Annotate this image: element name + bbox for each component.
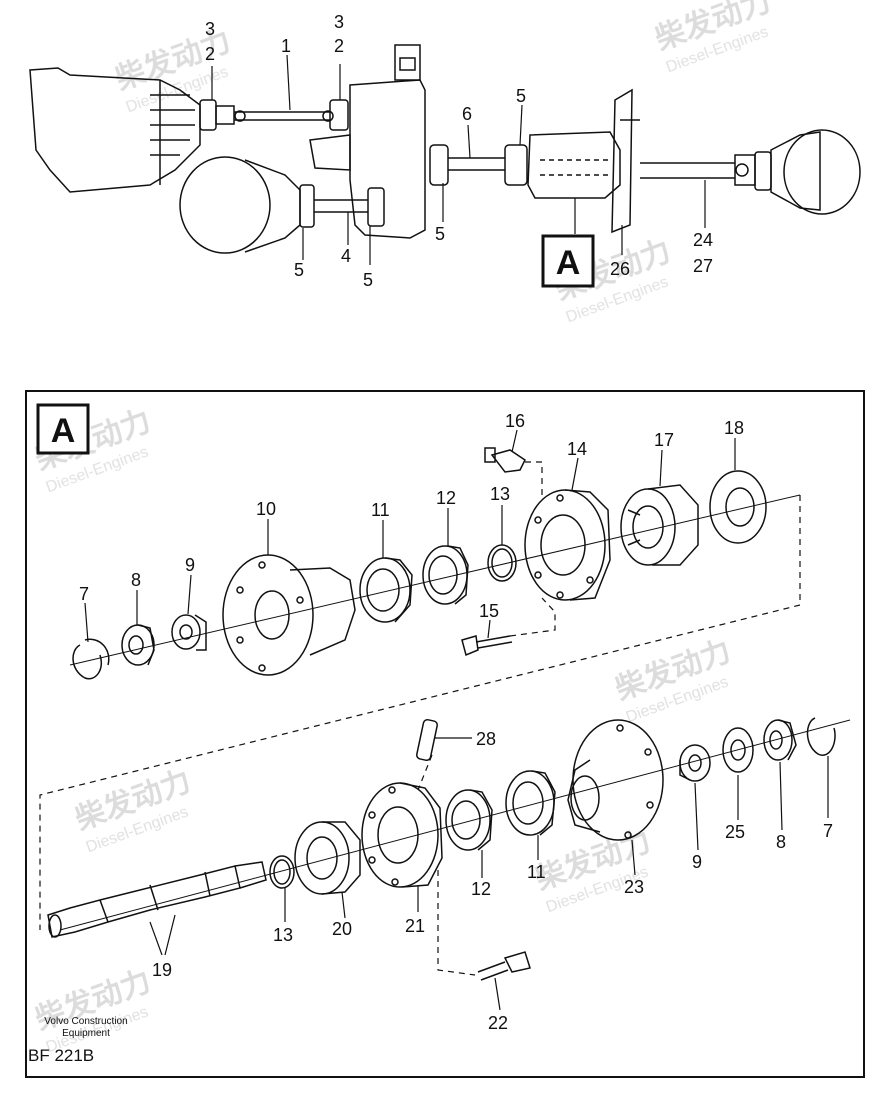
label-5: 5: [294, 260, 304, 280]
label-12: 12: [436, 488, 456, 508]
label-19: 19: [152, 960, 172, 980]
part-19-shaft: [47, 865, 241, 938]
driveline-overview: [29, 44, 861, 254]
label-4: 4: [341, 246, 351, 266]
part-21-housing: [361, 782, 439, 888]
label-15: 15: [479, 601, 499, 621]
label-2: 2: [205, 44, 215, 64]
overview-labels: 3 2 1 3 2 6 5 5 4 5 5 24 27 26: [205, 12, 713, 290]
label-21: 21: [405, 916, 425, 936]
support-bearing: [527, 131, 621, 199]
manufacturer-line-1: Volvo Construction: [44, 1016, 128, 1027]
alignment-dashes-row-2: [417, 754, 476, 976]
transmission-housing: [29, 67, 201, 193]
row-1-leader-lines: [84, 429, 736, 643]
label-10: 10: [256, 499, 276, 519]
figure-code: BF 221B: [28, 1046, 95, 1065]
label-8: 8: [776, 832, 786, 852]
part-23-flange: [572, 719, 664, 841]
row-1-labels: 16 14 17 18 10 11 12 13 7 8 9 15: [79, 411, 744, 621]
manufacturer-line-2: Equipment: [62, 1028, 110, 1039]
label-7: 7: [79, 584, 89, 604]
watermark-layer: 柴发动力 Diesel-Engines 柴发动力 Diesel-Engines …: [31, 0, 776, 1056]
label-20: 20: [332, 919, 352, 939]
label-23: 23: [624, 877, 644, 897]
label-12: 12: [471, 879, 491, 899]
label-22: 22: [488, 1013, 508, 1033]
label-25: 25: [725, 822, 745, 842]
alignment-dashes-row-1: [39, 461, 801, 930]
label-17: 17: [654, 430, 674, 450]
label-1: 1: [281, 36, 291, 56]
callout-letter: A: [556, 244, 581, 282]
label-14: 14: [567, 439, 587, 459]
callout-box-a: A: [541, 234, 595, 288]
row-2-labels: 28 25 8 7 9 23 11 12 21 13 20 19 22: [152, 729, 833, 1033]
label-3: 3: [205, 19, 215, 39]
label-16: 16: [505, 411, 525, 431]
label-2: 2: [334, 36, 344, 56]
detail-box-a: A: [36, 403, 90, 455]
part-14-housing: [524, 489, 606, 601]
label-27: 27: [693, 256, 713, 276]
detail-row-1: [69, 447, 801, 680]
label-28: 28: [476, 729, 496, 749]
label-13: 13: [490, 484, 510, 504]
label-24: 24: [693, 230, 713, 250]
label-5: 5: [516, 86, 526, 106]
label-13: 13: [273, 925, 293, 945]
label-11: 11: [527, 862, 546, 882]
label-11: 11: [371, 500, 390, 520]
label-9: 9: [185, 555, 195, 575]
label-3: 3: [334, 12, 344, 32]
detail-letter: A: [51, 412, 76, 450]
label-8: 8: [131, 570, 141, 590]
overview-leader-lines: [211, 54, 706, 265]
label-7: 7: [823, 821, 833, 841]
transfer-case: [349, 79, 426, 239]
detail-row-2: [47, 717, 851, 981]
detail-frame: [25, 390, 865, 1078]
label-26: 26: [610, 259, 630, 279]
label-5: 5: [435, 224, 445, 244]
part-10-flange: [222, 554, 314, 676]
row-2-leader-lines: [149, 737, 829, 1011]
label-9: 9: [692, 852, 702, 872]
manufacturer-caption: Volvo Construction Equipment: [26, 1016, 146, 1040]
label-6: 6: [462, 104, 472, 124]
label-18: 18: [724, 418, 744, 438]
label-5: 5: [363, 270, 373, 290]
